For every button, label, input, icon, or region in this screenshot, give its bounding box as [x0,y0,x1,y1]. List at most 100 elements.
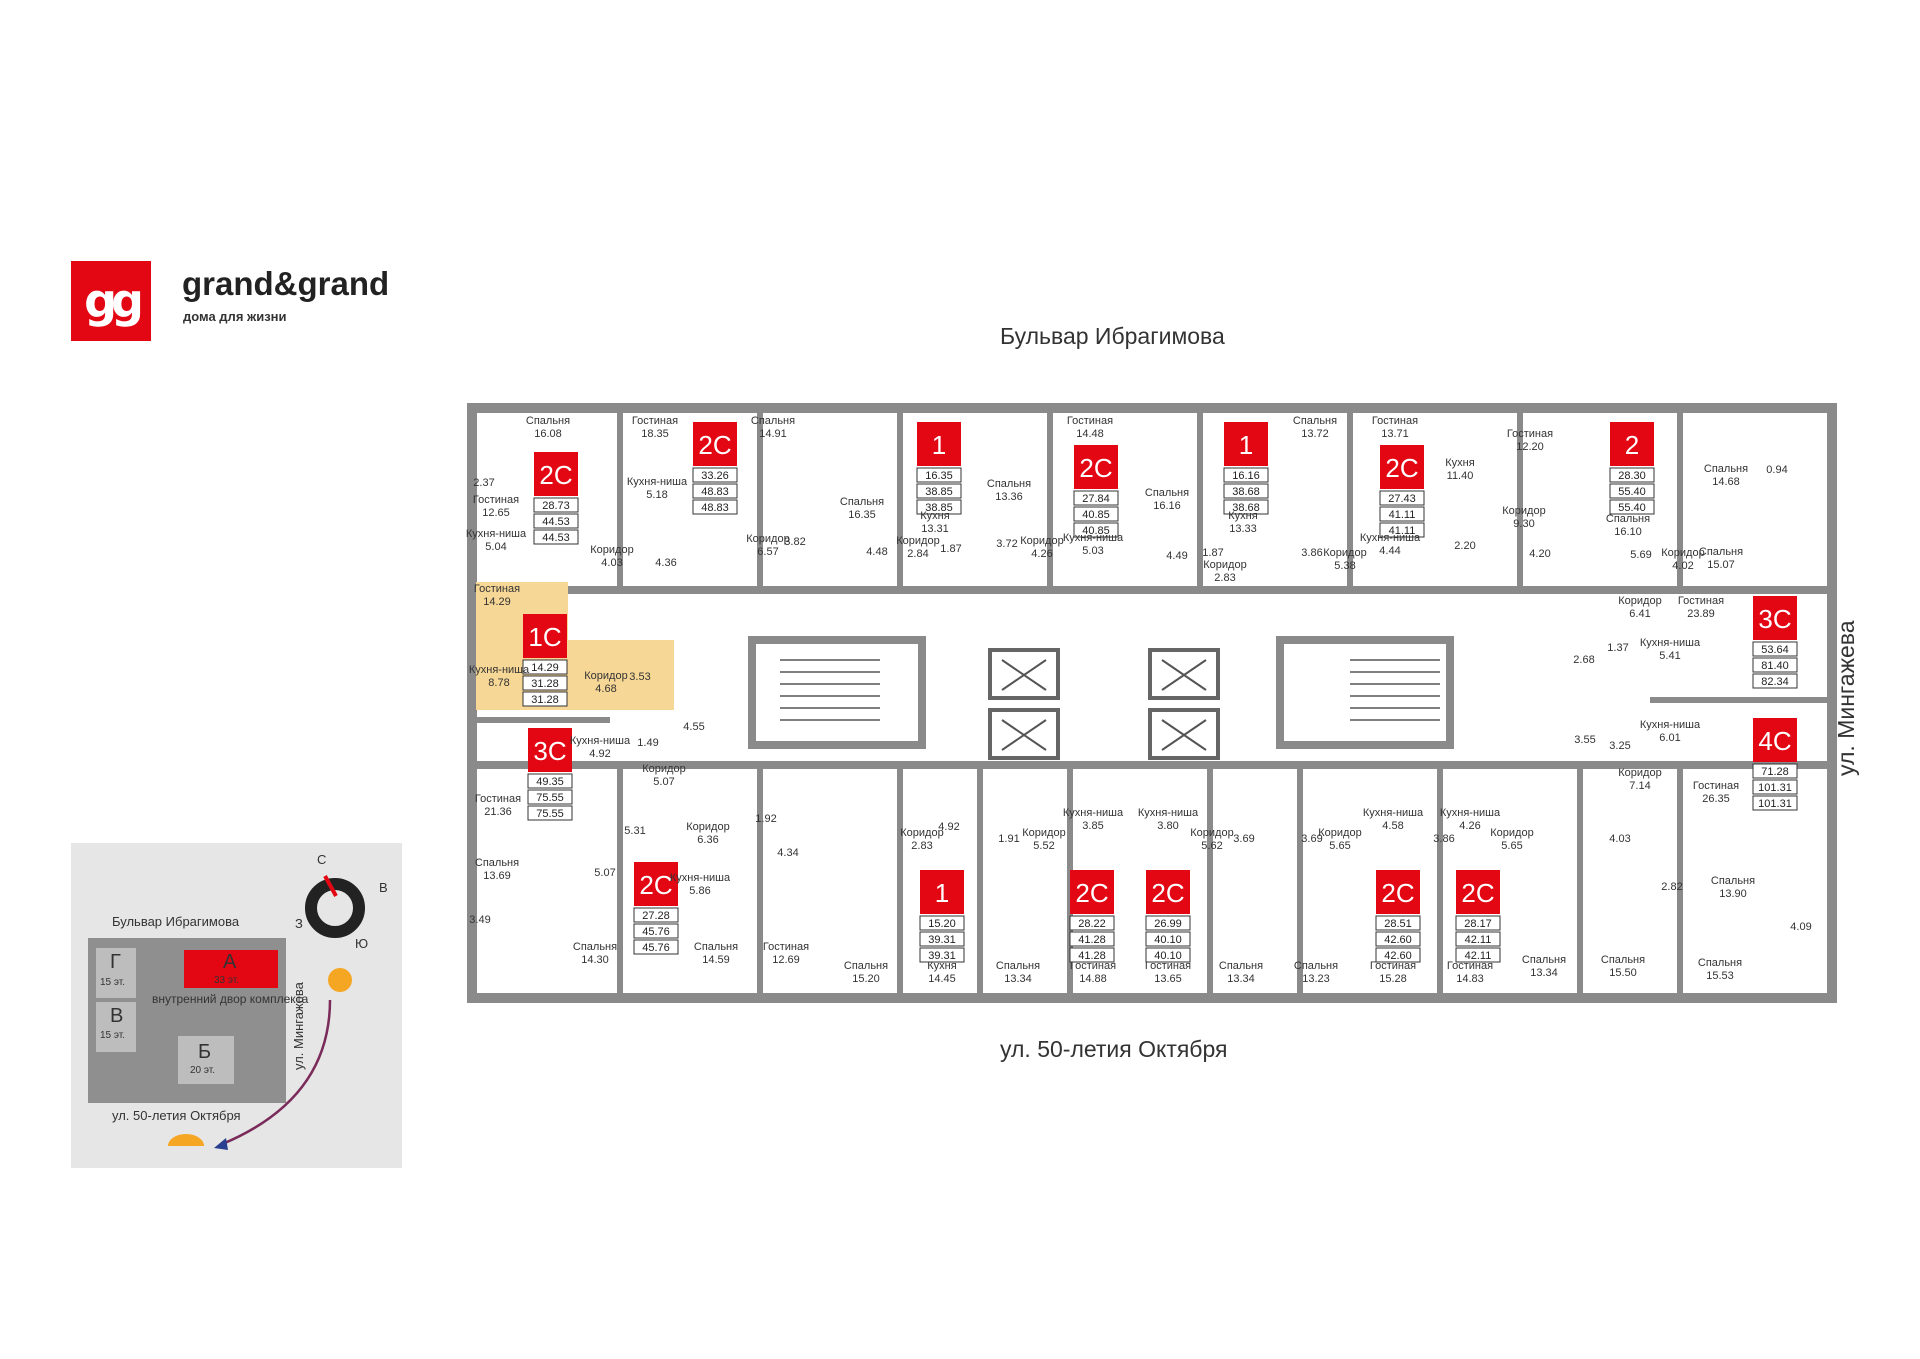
room-area: 13.31 [921,523,949,535]
apartment-type: 4С [1758,726,1791,756]
room-area: 9.30 [1513,518,1534,530]
room-name: Гостиная [1372,415,1418,427]
apartment-type: 2С [1385,453,1418,483]
apartment-badge-box [634,862,678,906]
apartment-area: 44.53 [542,532,570,544]
small-area-value: 4.03 [1609,833,1630,845]
room-name: Коридор [590,544,633,556]
room-area: 5.65 [1501,840,1522,852]
room-name: Гостиная [1070,960,1116,972]
apartment-area: 42.60 [1384,934,1412,946]
room-name: Кухня [927,960,956,972]
apartment-area-cell [1752,795,1798,811]
apartment-area: 82.34 [1761,676,1789,688]
apartment-area: 31.28 [531,694,559,706]
room-area: 7.14 [1629,780,1650,792]
small-area-value: 3.69 [1301,833,1322,845]
small-area-value: 0.94 [1766,464,1787,476]
apartment-badge-box [920,870,964,914]
highlighted-apartment-corridor [568,640,674,710]
apartment-area-cell [1379,490,1425,506]
room-area: 14.59 [702,954,730,966]
room-area: 5.03 [1082,545,1103,557]
room-area: 14.45 [928,973,956,985]
room-area: 5.04 [485,541,506,553]
apartment-badge-box [1610,422,1654,466]
apartment-area: 48.83 [701,486,729,498]
apartment-area-cell [916,467,962,483]
room-labels: Спальня16.08Гостиная18.35Спальня14.91Гос… [466,415,1755,985]
apartment-area-cell [919,947,965,963]
minimap-street-top: Бульвар Ибрагимова [112,914,240,929]
small-area-value: 4.36 [655,557,676,569]
room-name: Кухня-ниша [1138,807,1199,819]
room-name: Гостиная [1693,780,1739,792]
room-area: 4.44 [1379,545,1400,557]
apartment-area-cell [633,907,679,923]
room-area: 5.18 [646,489,667,501]
room-name: Кухня-ниша [1440,807,1501,819]
apartment-area-cell [633,923,679,939]
room-area: 3.85 [1082,820,1103,832]
apartment-area: 55.40 [1618,502,1646,514]
apartment-badges: 2С28.7344.5344.532С33.2648.8348.83116.35… [522,422,1798,963]
room-name: Коридор [1323,547,1366,559]
apartment-area: 28.17 [1464,918,1492,930]
room-area: 4.92 [589,748,610,760]
small-area-value: 1.92 [755,813,776,825]
room-area: 13.65 [1154,973,1182,985]
room-area: 13.71 [1381,428,1409,440]
room-name: Спальня [475,857,519,869]
apartment-area: 45.76 [642,942,670,954]
apartment-area: 75.55 [536,808,564,820]
room-name: Кухня [1228,510,1257,522]
room-name: Гостиная [1145,960,1191,972]
minimap-street-bottom: ул. 50-летия Октября [112,1108,241,1123]
apartment-area-cell [1073,506,1119,522]
apartment-area-cell [633,939,679,955]
apartment-area: 81.40 [1761,660,1789,672]
room-area: 18.35 [641,428,669,440]
minimap-letter-g: Г [110,951,121,973]
room-area: 5.65 [1329,840,1350,852]
apartment-area-cell [1145,947,1191,963]
brand-logo: gg [71,261,151,341]
room-name: Гостиная [475,793,521,805]
small-area-value: 3.53 [629,671,650,683]
room-name: Коридор [1203,559,1246,571]
apartment-area-cell [533,497,579,513]
small-area-value: 1.49 [637,737,658,749]
apartment-area: 38.85 [925,486,953,498]
room-area: 4.68 [595,683,616,695]
apartment-area-cell [1609,467,1655,483]
apartment-area: 42.60 [1384,950,1412,962]
room-name: Кухня-ниша [1360,532,1421,544]
apartment-type: 2С [539,460,572,490]
small-area-value: 3.69 [1233,833,1254,845]
room-name: Гостиная [473,494,519,506]
apartment-badge-box [1456,870,1500,914]
room-name: Гостиная [1678,595,1724,607]
apartment-area: 33.26 [701,470,729,482]
room-area: 13.72 [1301,428,1329,440]
apartment-badge-box [1753,718,1797,762]
apartment-area-cell [1609,483,1655,499]
room-area: 4.58 [1382,820,1403,832]
